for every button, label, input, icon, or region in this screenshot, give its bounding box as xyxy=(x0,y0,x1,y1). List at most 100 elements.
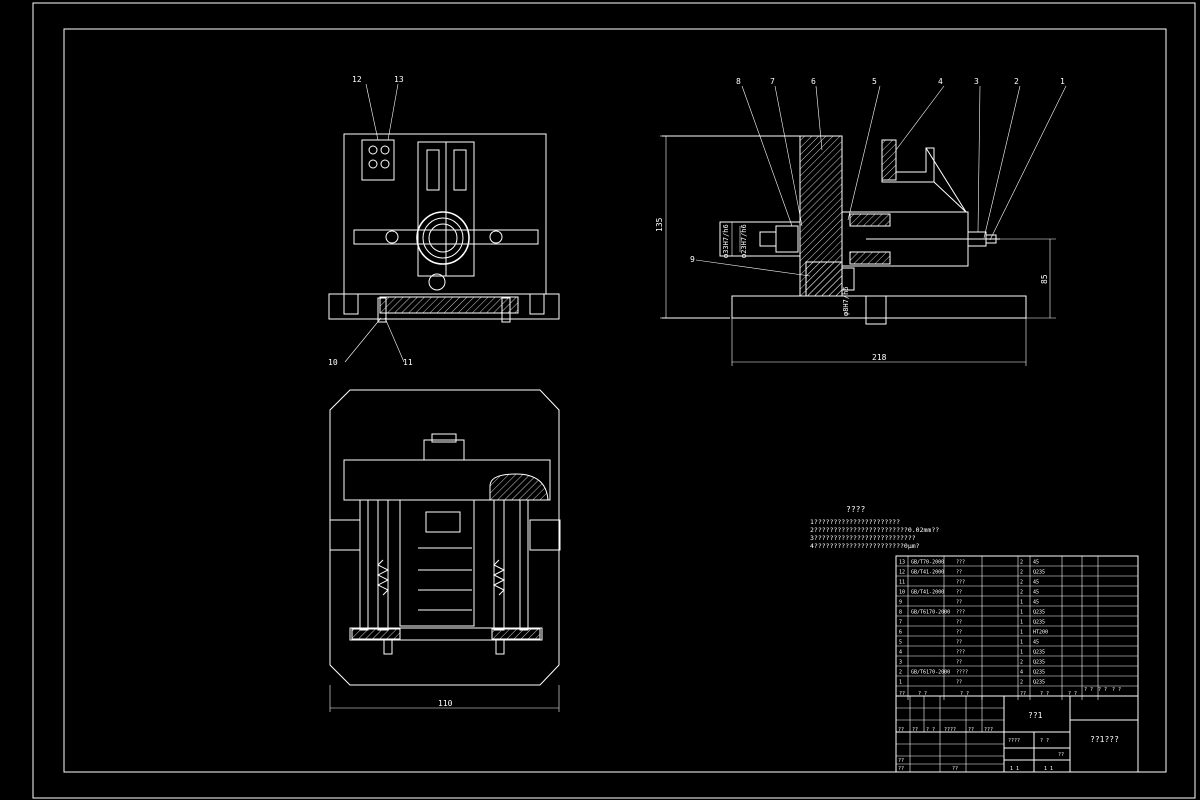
tb-cell: ???? xyxy=(1008,738,1020,744)
parts-material: Q235 xyxy=(1033,620,1045,626)
parts-material: 45 xyxy=(1033,580,1039,586)
balloon-3: 3 xyxy=(974,77,979,86)
inner-frame xyxy=(63,28,1167,773)
parts-qty: 2 xyxy=(1020,560,1023,566)
technical-notes: ???? 1?????????????????????? 2??????????… xyxy=(810,505,939,550)
parts-material: 45 xyxy=(1033,640,1039,646)
balloon-6: 6 xyxy=(811,77,816,86)
tb-cell: ?? xyxy=(1058,752,1064,758)
parts-qty: 2 xyxy=(1020,660,1023,666)
tb-cell: ?? xyxy=(952,766,958,772)
parts-name: ?? xyxy=(956,660,962,666)
balloon-5: 5 xyxy=(872,77,877,86)
balloon-4: 4 xyxy=(938,77,943,86)
parts-header-right: ? ? xyxy=(1084,687,1093,693)
parts-name: ?? xyxy=(956,620,962,626)
parts-no: 2 xyxy=(899,670,902,676)
parts-name: ?? xyxy=(956,630,962,636)
tb-cell: ? ? xyxy=(1040,738,1049,744)
parts-no: 8 xyxy=(899,610,902,616)
parts-header-right: ? ? xyxy=(1098,687,1107,693)
parts-no: 1 xyxy=(899,680,902,686)
parts-name: ???? xyxy=(956,670,968,676)
tb-cell: ? ? xyxy=(926,727,935,733)
parts-material: 45 xyxy=(1033,590,1039,596)
notes-title: ???? xyxy=(846,505,865,514)
tb-cell: ???? xyxy=(944,727,956,733)
top-view xyxy=(329,389,561,712)
outer-frame xyxy=(32,2,1196,799)
parts-header: ? ? xyxy=(918,691,927,697)
parts-std: GB/T41-2000 xyxy=(911,590,944,596)
parts-name: ??? xyxy=(956,610,965,616)
tb-cell: ?? xyxy=(898,766,904,772)
parts-qty: 1 xyxy=(1020,620,1023,626)
parts-header: ? ? xyxy=(1040,691,1049,697)
parts-no: 11 xyxy=(899,580,905,586)
parts-name: ?? xyxy=(956,680,962,686)
balloon-9: 9 xyxy=(690,255,695,264)
fit-phi8: φ8H7/h6 xyxy=(842,286,850,316)
parts-material: Q235 xyxy=(1033,570,1045,576)
parts-name: ?? xyxy=(956,590,962,596)
parts-qty: 2 xyxy=(1020,570,1023,576)
parts-std: GB/T41-2000 xyxy=(911,570,944,576)
parts-material: 45 xyxy=(1033,600,1039,606)
parts-qty: 1 xyxy=(1020,650,1023,656)
parts-header: ? ? xyxy=(1068,691,1077,697)
parts-name: ?? xyxy=(956,570,962,576)
parts-header: ?? xyxy=(899,691,905,697)
parts-qty: 2 xyxy=(1020,680,1023,686)
parts-qty: 1 xyxy=(1020,640,1023,646)
dim-110: 110 xyxy=(438,699,453,708)
parts-name: ??? xyxy=(956,650,965,656)
balloon-7: 7 xyxy=(770,77,775,86)
parts-header: ? ? xyxy=(960,691,969,697)
parts-std: GB/T70-2000 xyxy=(911,560,944,566)
notes-line-4: 4???????????????????????0μm? xyxy=(810,542,920,550)
balloon-13: 13 xyxy=(394,75,404,84)
dim-135: 135 xyxy=(655,217,664,232)
parts-name: ??? xyxy=(956,560,965,566)
parts-qty: 1 xyxy=(1020,630,1023,636)
parts-material: Q235 xyxy=(1033,680,1045,686)
notes-line-2: 2????????????????????????0.02mm?? xyxy=(810,526,939,534)
parts-no: 3 xyxy=(899,660,902,666)
tb-cell: ?? xyxy=(898,758,904,764)
fit-phi33: φ33H7/h6 xyxy=(722,224,730,258)
parts-qty: 2 xyxy=(1020,590,1023,596)
parts-material: Q235 xyxy=(1033,670,1045,676)
parts-std: GB/T6170-2000 xyxy=(911,610,950,616)
balloon-8: 8 xyxy=(736,77,741,86)
title-block xyxy=(895,695,1139,773)
tb-cell: ?? xyxy=(898,727,904,733)
parts-no: 7 xyxy=(899,620,902,626)
balloon-1: 1 xyxy=(1060,77,1065,86)
dim-85: 85 xyxy=(1040,274,1049,284)
parts-name: ?? xyxy=(956,600,962,606)
parts-no: 13 xyxy=(899,560,905,566)
parts-no: 6 xyxy=(899,630,902,636)
parts-no: 4 xyxy=(899,650,902,656)
parts-material: HT200 xyxy=(1033,630,1048,636)
notes-line-3: 3?????????????????????????? xyxy=(810,534,916,542)
balloon-2: 2 xyxy=(1014,77,1019,86)
parts-no: 10 xyxy=(899,590,905,596)
parts-qty: 1 xyxy=(1020,610,1023,616)
balloon-10: 10 xyxy=(328,358,338,367)
parts-name: ??? xyxy=(956,580,965,586)
parts-qty: 4 xyxy=(1020,670,1023,676)
fit-phi23: φ23H7/h6 xyxy=(740,224,748,258)
tb-cell: 1 1 xyxy=(1010,766,1019,772)
parts-no: 9 xyxy=(899,600,902,606)
parts-no: 5 xyxy=(899,640,902,646)
drawing-name: ??1 xyxy=(1028,711,1043,720)
notes-line-1: 1?????????????????????? xyxy=(810,518,900,526)
parts-material: Q235 xyxy=(1033,650,1045,656)
balloon-12: 12 xyxy=(352,75,362,84)
side-view xyxy=(660,85,1067,366)
parts-header-right: ? ? xyxy=(1112,687,1121,693)
company-name: ??1??? xyxy=(1090,735,1119,744)
